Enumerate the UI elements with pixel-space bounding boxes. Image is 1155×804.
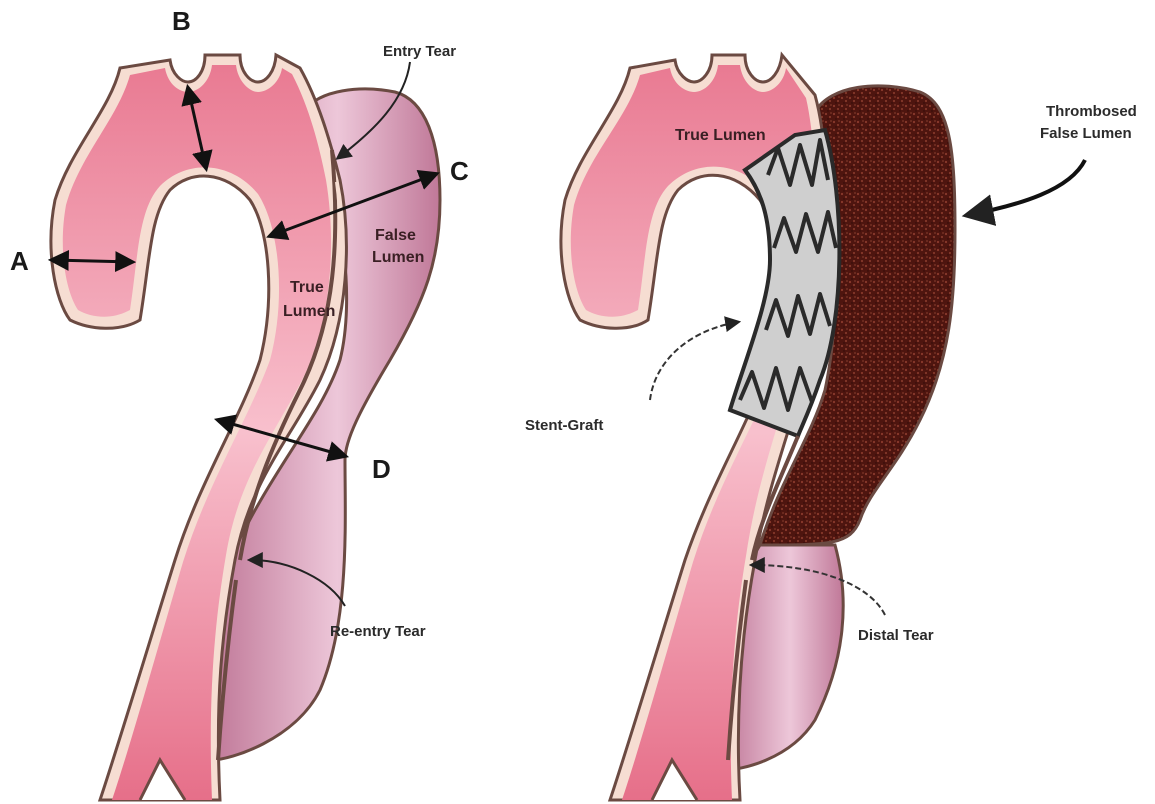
label-entry-tear: Entry Tear	[383, 43, 456, 60]
stent-graft-pointer	[650, 322, 738, 400]
label-c: C	[450, 156, 469, 186]
label-d: D	[372, 454, 391, 484]
label-right-true-lumen: True Lumen	[675, 127, 766, 144]
label-a: A	[10, 246, 29, 276]
label-reentry-tear: Re-entry Tear	[330, 623, 426, 640]
label-false-lumen-line1: False	[375, 227, 416, 244]
label-b: B	[172, 6, 191, 36]
right-aorta	[561, 55, 955, 800]
label-false-lumen-line2: Lumen	[372, 249, 424, 266]
label-thrombosed-line1: Thrombosed	[1046, 103, 1137, 120]
measure-a-arrow	[52, 260, 132, 262]
label-stent-graft: Stent-Graft	[525, 417, 603, 434]
thrombosed-pointer	[968, 160, 1085, 215]
label-thrombosed-line2: False Lumen	[1040, 125, 1132, 142]
label-true-lumen-line2: Lumen	[283, 303, 335, 320]
label-distal-tear: Distal Tear	[858, 627, 934, 644]
label-true-lumen-line1: True	[290, 279, 324, 296]
